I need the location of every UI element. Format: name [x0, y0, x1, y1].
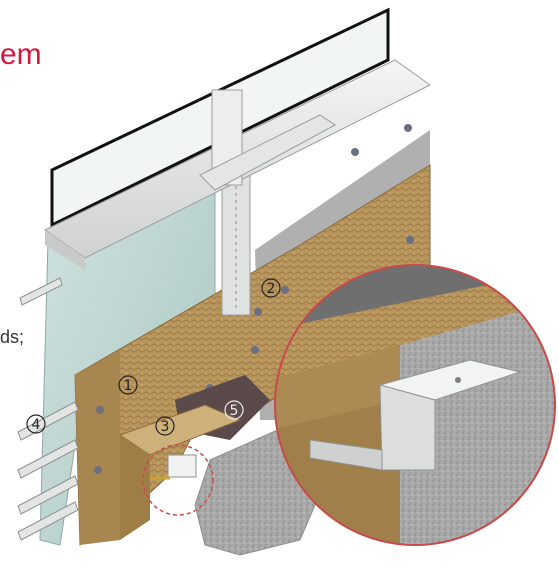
- page-title-fragment: em: [0, 38, 42, 71]
- callout-3: 3: [155, 416, 175, 436]
- callout-3-label: 3: [161, 419, 170, 435]
- callout-5-label: 5: [230, 403, 239, 419]
- window-sill-front: [45, 230, 85, 270]
- callout-2-label: 2: [267, 281, 276, 297]
- callout-4: 4: [26, 414, 46, 434]
- wall-brackets: [17, 277, 79, 541]
- description-text-fragment: ds;: [0, 327, 25, 347]
- callout-4-label: 4: [32, 417, 41, 433]
- cross-bracket-horizontal: [199, 114, 336, 191]
- zoom-detail-ring: [274, 264, 556, 546]
- callout-1-label: 1: [124, 378, 133, 394]
- insulation-front-face: [75, 350, 120, 545]
- zoom-detail-view: [275, 265, 555, 545]
- small-bracket-detail: [167, 454, 197, 478]
- callout-5: 5: [224, 400, 244, 420]
- insulation-dowels: [94, 124, 414, 474]
- callout-1: 1: [118, 375, 138, 395]
- detail-highlight-circle: [142, 444, 214, 516]
- callout-2: 2: [261, 278, 281, 298]
